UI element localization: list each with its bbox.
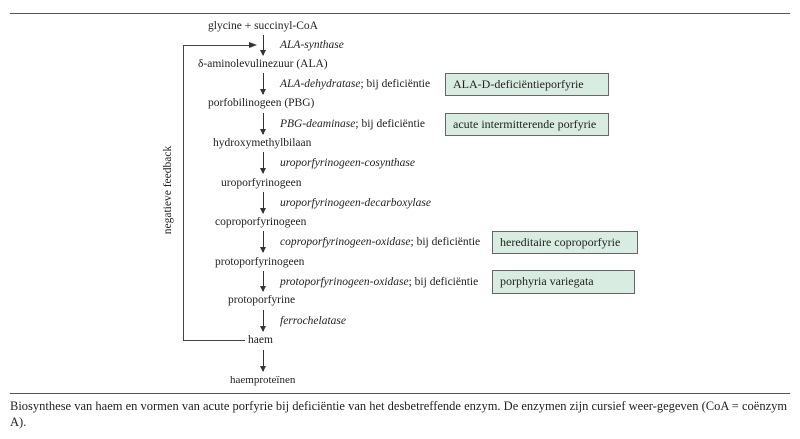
enzyme-ala-synthase: ALA-synthase — [280, 39, 344, 51]
enzyme-uroporfyrinogeen-decarboxylase: uroporfyrinogeen-decarboxylase — [280, 197, 431, 209]
deficiency-text: ; bij deficiëntie — [355, 118, 425, 130]
arrow-down-icon — [260, 231, 266, 253]
enzyme-protoporfyrinogeen-oxidase: protoporfyrinogeen-oxidase — [280, 276, 409, 288]
arrow-down-icon — [260, 35, 266, 56]
enzyme-line-ala-dehydratase: ALA-dehydratase; bij deficiëntie — [280, 77, 430, 91]
enzyme-pbg-deaminase: PBG-deaminase — [280, 118, 356, 130]
bottom-rule — [10, 393, 790, 394]
enzyme-coproporfyrinogeen-oxidase: coproporfyrinogeen-oxidase — [280, 236, 411, 248]
arrow-right-icon — [249, 41, 257, 48]
feedback-line-top — [183, 45, 251, 46]
top-rule — [10, 13, 790, 14]
compound-ala: δ-aminolevulinezuur (ALA) — [198, 58, 328, 70]
arrow-down-icon — [260, 271, 266, 292]
enzyme-uroporfyrinogeen-cosynthase: uroporfyrinogeen-cosynthase — [280, 157, 415, 169]
feedback-line-vertical — [183, 45, 184, 341]
enzyme-line-coproporfyrinogeen-oxidase: coproporfyrinogeen-oxidase; bij deficiën… — [280, 235, 480, 249]
caption: Biosynthese van haem en vormen van acute… — [10, 399, 788, 429]
deficiency-text: ; bij deficiëntie — [410, 236, 481, 248]
enzyme-ferrochelatase: ferrochelatase — [280, 315, 347, 327]
compound-uroporfyrinogeen: uroporfyrinogeen — [221, 177, 302, 189]
deficiency-text: ; bij deficiëntie — [408, 276, 479, 288]
compound-coproporfyrinogeen: coproporfyrinogeen — [215, 216, 307, 228]
compound-hydroxymethylbilaan: hydroxymethylbilaan — [213, 137, 312, 149]
feedback-label: negatieve feedback — [162, 145, 174, 235]
arrow-down-icon — [260, 73, 266, 95]
enzyme-ala-dehydratase: ALA-dehydratase — [280, 78, 361, 90]
arrow-down-icon — [260, 310, 266, 332]
compound-pbg: porfobilinogeen (PBG) — [208, 97, 315, 109]
disease-box-aip: acute intermitterende porfyrie — [445, 113, 609, 136]
enzyme-line-protoporfyrinogeen-oxidase: protoporfyrinogeen-oxidase; bij deficiën… — [280, 275, 478, 289]
disease-box-hcp: hereditaire coproporfyrie — [492, 231, 638, 254]
compound-glycine-succinyl-coa: glycine + succinyl-CoA — [208, 20, 318, 32]
deficiency-text: ; bij deficiëntie — [360, 78, 431, 90]
compound-haemproteinen: haemproteïnen — [230, 374, 296, 386]
arrow-down-icon — [260, 192, 266, 214]
arrow-down-icon — [260, 152, 266, 174]
disease-box-ala-d: ALA-D-deficiëntieporfyrie — [445, 73, 609, 96]
feedback-line-bottom — [183, 340, 245, 341]
disease-box-vp: porphyria variegata — [492, 270, 635, 294]
compound-protoporfyrine: protoporfyrine — [228, 294, 296, 306]
enzyme-line-pbg-deaminase: PBG-deaminase; bij deficiëntie — [280, 117, 425, 131]
compound-protoporfyrinogeen: protoporfyrinogeen — [215, 256, 305, 268]
arrow-down-icon — [260, 113, 266, 135]
arrow-down-icon — [260, 350, 266, 372]
compound-haem: haem — [248, 334, 273, 346]
